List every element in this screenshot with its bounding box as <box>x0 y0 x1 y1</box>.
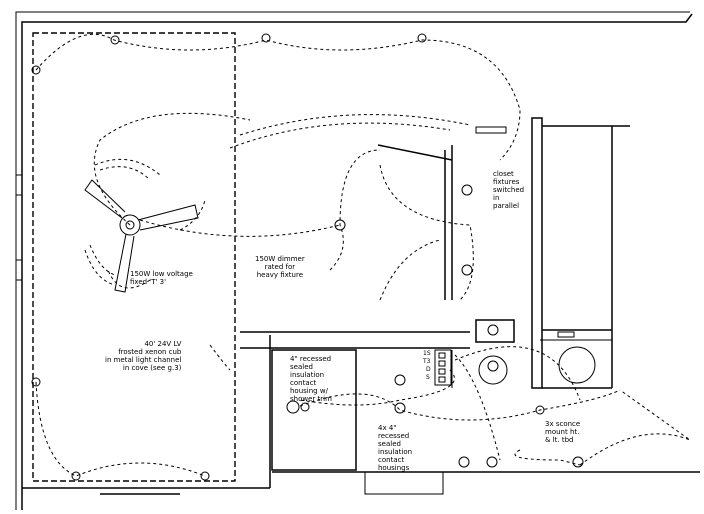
closet-fixtures-note: closet fixtures switched in parallel <box>493 170 525 210</box>
fan-fixture-note: 150W low voltage fixed 'T' 3' <box>130 270 193 286</box>
walls <box>15 11 700 510</box>
switch-label: 1S <box>423 350 431 357</box>
shower-light-note: 4" recessed sealed insulation contact ho… <box>290 355 332 403</box>
cove-light-line <box>32 32 236 482</box>
switch-bank <box>434 349 452 386</box>
switch-label: D <box>426 366 431 373</box>
bath-cans-note: 4x 4" recessed sealed insulation contact… <box>378 424 413 472</box>
switch-label: T3 <box>423 358 431 365</box>
switch-label: S <box>426 374 430 381</box>
switch-wiring <box>35 33 691 477</box>
dimmer-note: 150W dimmer rated for heavy fixture <box>255 255 305 279</box>
sconce-note: 3x sconce mount ht. & lt. tbd <box>545 420 581 444</box>
cove-light-note: 40' 24V LV frosted xenon cub in metal li… <box>105 340 182 372</box>
fixtures <box>31 33 596 481</box>
